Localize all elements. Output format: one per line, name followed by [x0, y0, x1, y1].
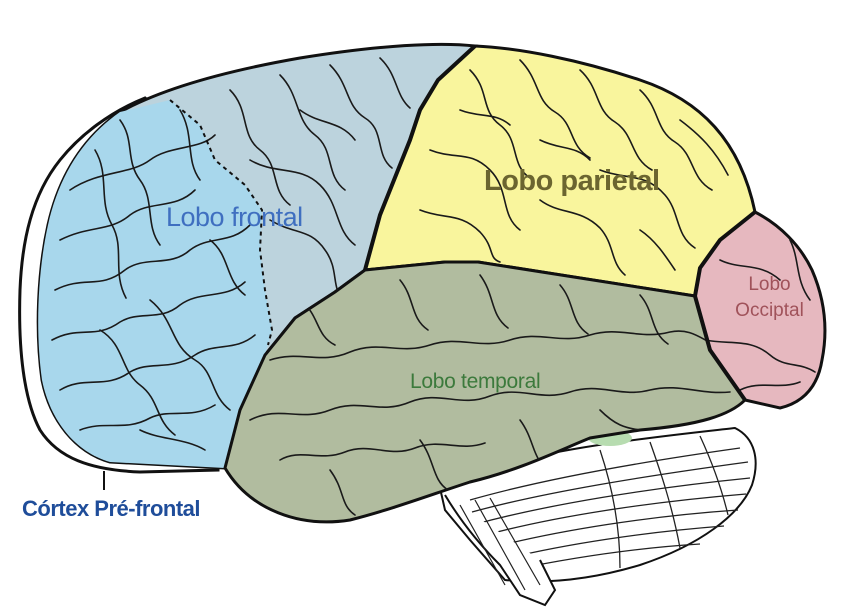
parietal-gyri [419, 59, 729, 276]
frontal-lobe-label: Lobo frontal [166, 202, 303, 232]
occipital-lobe-label: Lobo Occiptal [727, 272, 812, 324]
frontal-gyri [51, 57, 411, 451]
temporal-lobe-label: Lobo temporal [410, 370, 541, 393]
central-sulcus [363, 44, 477, 271]
occipital-label-line1: Lobo [748, 274, 791, 295]
parieto-occipital-sulcus [692, 210, 757, 402]
prefrontal-cortex-region [38, 100, 273, 468]
parietal-temporal-boundary-dashed [477, 261, 696, 297]
occipital-label-line2: Occiptal [735, 300, 804, 321]
temporal-gyri [249, 274, 731, 516]
prefrontal-bracket [18, 96, 220, 474]
prefrontal-cortex-label: Córtex Pré-frontal [22, 496, 201, 521]
occipital-gyri [704, 239, 816, 391]
prefrontal-boundary-dashed [169, 99, 274, 346]
parietal-lobe-label: Lobo parietal [484, 165, 660, 197]
occipital-lobe-region [693, 210, 827, 410]
